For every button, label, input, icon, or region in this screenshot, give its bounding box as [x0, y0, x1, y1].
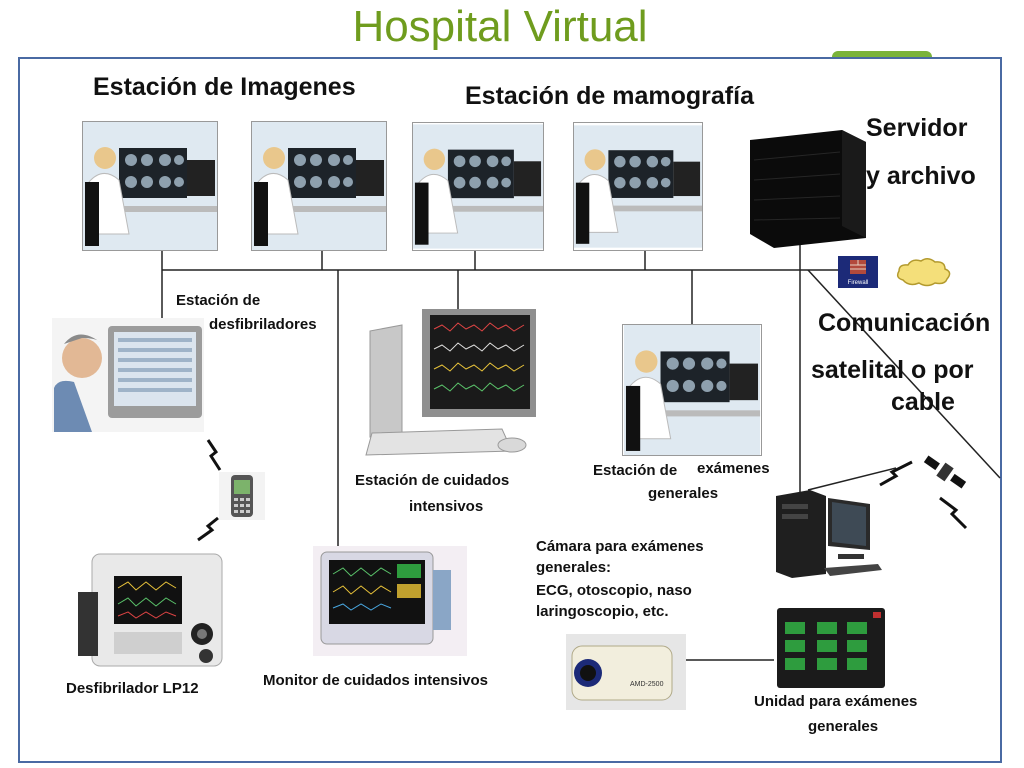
exams-station-label-1: Estación de [593, 462, 678, 479]
mammography-station-label: Estación de mamografía [465, 82, 754, 110]
camera-brand-text: AMD-2500 [630, 681, 664, 688]
desktop-pc-image [774, 488, 884, 578]
exam-unit-image [777, 608, 885, 688]
imaging-station-label: Estación de Imagenes [93, 73, 356, 101]
wireless-bolts [197, 439, 968, 542]
icu-station-image [362, 305, 542, 463]
icu-station-label-1: Estación de cuidados [355, 472, 510, 489]
server-image [750, 130, 866, 248]
firewall-icon: Firewall [838, 256, 878, 288]
comm-label-1: Comunicación [818, 309, 991, 337]
page-title: Hospital Virtual [352, 2, 648, 51]
server-label-2: y archivo [866, 162, 976, 190]
icu-station-label-2: intensivos [409, 498, 484, 515]
imaging-workstation-image-1 [82, 121, 218, 251]
defib-station-label-1: Estación de [176, 292, 261, 309]
mammography-workstation-image-1 [412, 122, 544, 251]
exams-workstation-image [622, 324, 762, 456]
camera-label-1: Cámara para exámenes [536, 538, 704, 555]
exams-station-label-1b: exámenes [697, 460, 770, 477]
mammography-workstation-image-2 [573, 122, 703, 251]
firewall-text: Firewall [848, 280, 869, 286]
decorative-tab [832, 51, 932, 59]
icu-monitor-image [313, 546, 467, 656]
imaging-workstation-image-2 [251, 121, 387, 251]
exam-camera-image: AMD-2500 [566, 634, 686, 710]
defibrillator-label: Desfibrilador LP12 [66, 680, 199, 697]
icu-monitor-label: Monitor de cuidados intensivos [263, 672, 489, 689]
cloud-icon [893, 256, 953, 288]
comm-label-2: satelital o por [811, 356, 974, 384]
pda-phone-image [219, 472, 265, 520]
exam-unit-label-1: Unidad para exámenes [754, 693, 918, 710]
link-pc-satellite [807, 467, 897, 491]
comm-label-3: cable [891, 388, 955, 416]
defib-station-image [52, 318, 204, 432]
camera-label-2: generales: [536, 559, 612, 576]
link-satellite [807, 269, 1001, 479]
defib-station-label-2: desfibriladores [209, 316, 317, 333]
satellite-icon [920, 452, 970, 492]
server-label-1: Servidor [866, 114, 968, 142]
exam-unit-label-2: generales [808, 718, 879, 735]
camera-label-4: laringoscopio, etc. [536, 603, 669, 620]
defibrillator-lp12-image [76, 552, 224, 670]
diagram-frame [18, 57, 1002, 763]
camera-label-3: ECG, otoscopio, naso [536, 582, 692, 599]
exams-station-label-2: generales [648, 485, 719, 502]
